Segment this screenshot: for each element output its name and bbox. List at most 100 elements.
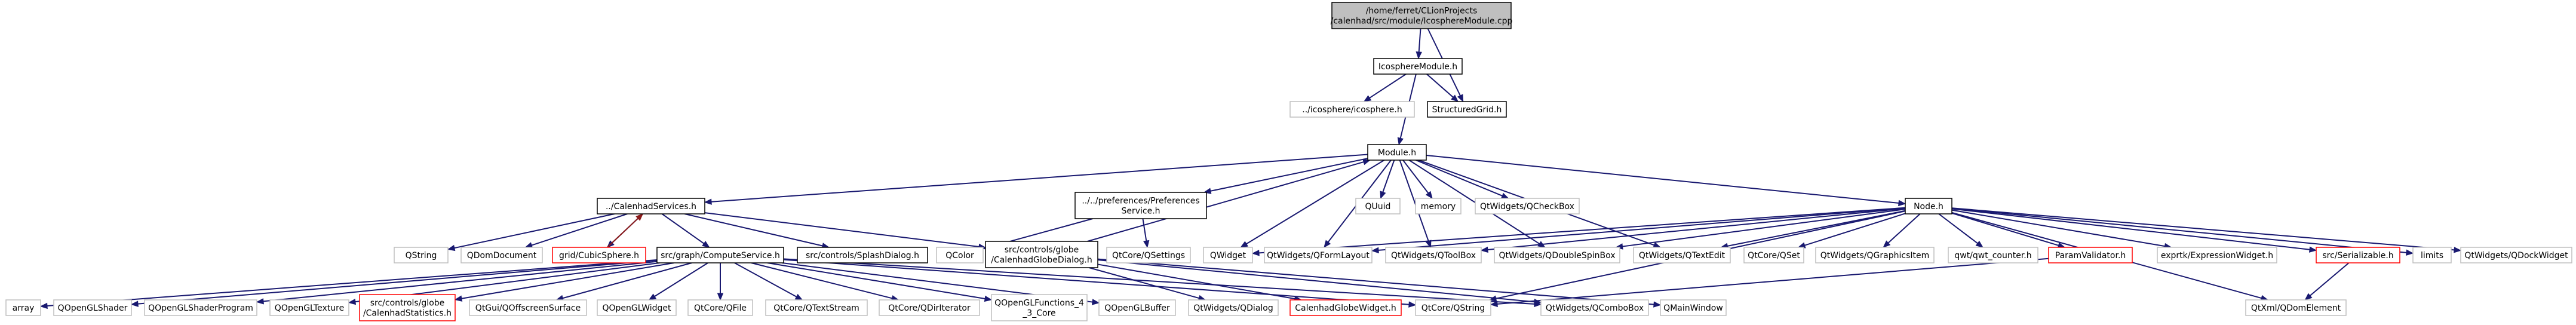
edge-node_h-to-qgraphicsitem (1887, 213, 1921, 244)
node-calenhad-services-h[interactable]: ../CalenhadServices.h (597, 198, 705, 214)
node-box (2460, 247, 2572, 263)
edge-module_h-to-qwidget (1246, 160, 1385, 245)
node-module-h[interactable]: Module.h (1367, 144, 1427, 161)
edge-computeservice_h-to-qopenglshaderprogram (263, 260, 658, 302)
node-computeservice-h[interactable]: src/graph/ComputeService.h (656, 247, 784, 263)
node-structured-grid-h[interactable]: StructuredGrid.h (1427, 101, 1507, 118)
arrowhead-module_h-to-quuid (1380, 191, 1386, 200)
node-box (2157, 247, 2277, 263)
edge-serializable_h-to-qdomelement (2310, 262, 2350, 296)
edge-computeservice_h-to-qdiriterator (751, 262, 892, 299)
node-paramvalidator-h[interactable]: ParamValidator.h (2048, 247, 2133, 263)
node-qopenglfunctions: QOpenGLFunctions_4_3_Core (991, 294, 1088, 321)
node-qtcore-qstring: QtCore/QString (1415, 299, 1491, 316)
edge-module_h-to-qdoublespinbox (1408, 160, 1540, 244)
node-label: QtWidgets/QDialog (1193, 303, 1273, 313)
node-limits: limits (2412, 247, 2452, 263)
node-box (469, 299, 587, 316)
arrowhead-globedialog_h-to-module_h (1362, 159, 1371, 165)
node-quuid: QUuid (1355, 198, 1401, 214)
arrowhead-cubicsphere_h-to-calenhad_services_h (635, 213, 644, 221)
node-splashdialog-h[interactable]: src/controls/SplashDialog.h (797, 247, 928, 263)
node-label: _3_Core (1022, 309, 1055, 318)
node-module-cpp[interactable]: /home/ferret/CLionProjects/calenhad/src/… (1331, 2, 1513, 29)
node-qmainwindow: QMainWindow (1660, 299, 1727, 316)
node-box (1905, 198, 1952, 214)
node-icosphere-module-h[interactable]: IcosphereModule.h (1373, 58, 1463, 75)
arrowhead-module_h-to-qtextedit (1653, 242, 1662, 249)
node-qdomelement: QtXml/QDomElement (2245, 299, 2347, 316)
edge-icosphere_module_h-to-icosphere_h (1369, 73, 1407, 99)
node-qformlayout: QtWidgets/QFormLayout (1264, 247, 1373, 263)
node-serializable-h[interactable]: src/Serializable.h (2316, 247, 2400, 263)
node-label: QDomDocument (467, 251, 537, 260)
node-box (1815, 247, 1935, 263)
edge-globedialog_h-to-module_h (1087, 161, 1364, 242)
node-globewidget-h[interactable]: CalenhadGlobeWidget.h (1289, 299, 1402, 316)
node-qdoublespinbox: QtWidgets/QDoubleSpinBox (1494, 247, 1620, 263)
arrowhead-computeservice_h-to-globestatistics_h (454, 295, 463, 302)
node-label: QtCore/QSettings (1112, 251, 1185, 260)
edge-module_h-to-qcheckbox (1416, 160, 1503, 197)
node-box (985, 241, 1098, 268)
edge-node_h-to-qwt_counter (1938, 213, 1978, 244)
node-box (936, 247, 984, 263)
node-cubicsphere-h[interactable]: grid/CubicSphere.h (552, 247, 646, 263)
node-box (1948, 247, 2038, 263)
node-qtoolbox: QtWidgets/QToolBox (1385, 247, 1482, 263)
edge-calenhad_services_h-to-computeservice_h (661, 213, 705, 244)
node-node-h[interactable]: Node.h (1905, 198, 1952, 214)
node-label: QMainWindow (1663, 303, 1723, 313)
node-label: ../CalenhadServices.h (606, 202, 696, 211)
node-label: QtWidgets/QCheckBox (1480, 202, 1574, 211)
node-globestatistics-h[interactable]: src/controls/globe/CalenhadStatistics.h (359, 294, 456, 321)
node-label: QtWidgets/QDockWidget (2464, 251, 2568, 260)
node-box (1415, 198, 1462, 214)
node-qopenglshader: QOpenGLShader (53, 299, 132, 316)
node-exprtk: exprtk/ExpressionWidget.h (2157, 247, 2277, 263)
node-label: QOpenGLFunctions_4 (994, 299, 1084, 308)
edge-calenhad_services_h-to-globedialog_h (704, 212, 980, 247)
edge-globedialog_h-to-globewidget_h (1097, 263, 1295, 300)
node-qsettings: QtCore/QSettings (1106, 247, 1191, 263)
node-label: QtWidgets/QComboBox (1546, 303, 1644, 313)
edge-computeservice_h-to-qopenglfunctions (767, 262, 985, 300)
node-box (1289, 101, 1415, 118)
edge-node_h-to-exprtk (1951, 209, 2165, 247)
node-box (1385, 247, 1482, 263)
node-array: array (5, 299, 41, 316)
node-label: src/Serializable.h (2322, 251, 2393, 260)
node-box (765, 299, 868, 316)
node-box (1475, 198, 1580, 214)
node-box (1415, 299, 1491, 316)
node-qstring: QString (394, 247, 449, 263)
node-label: grid/CubicSphere.h (559, 251, 639, 260)
node-qopenglshaderprogram: QOpenGLShaderProgram (144, 299, 257, 316)
edge-module_h-to-memory (1402, 160, 1429, 194)
node-box (552, 247, 646, 263)
node-box (1427, 101, 1507, 118)
edge-globedialog_h-to-qmainwindow (1097, 258, 1654, 305)
node-memory: memory (1415, 198, 1462, 214)
node-box (1540, 299, 1649, 316)
node-box (1743, 247, 1804, 263)
node-label: QColor (945, 251, 974, 260)
node-label: ../../preferences/Preferences (1082, 197, 1199, 206)
edge-icosphere_module_h-to-structured_grid_h (1426, 73, 1454, 98)
node-box (1373, 58, 1463, 75)
arrowhead-computeservice_h-to-array (39, 302, 48, 309)
node-box (1264, 247, 1373, 263)
edge-computeservice_h-to-qopenglwidget (654, 262, 708, 297)
edge-computeservice_h-to-qopenglshader (137, 259, 658, 305)
node-label: IcosphereModule.h (1378, 62, 1457, 72)
node-qset: QtCore/QSet (1743, 247, 1804, 263)
node-qcombobox: QtWidgets/QComboBox (1540, 299, 1649, 316)
node-label: /CalenhadStatistics.h (363, 309, 452, 318)
node-globedialog-h[interactable]: src/controls/globe/CalenhadGlobeDialog.h (985, 241, 1098, 268)
node-qwidget: QWidget (1203, 247, 1253, 263)
arrowhead-computeservice_h-to-qopenglwidget (648, 293, 657, 301)
edge-node_h-to-qformlayout (1378, 207, 1906, 251)
edge-node_h-to-qtoolbox (1487, 207, 1906, 250)
node-box (269, 299, 349, 316)
